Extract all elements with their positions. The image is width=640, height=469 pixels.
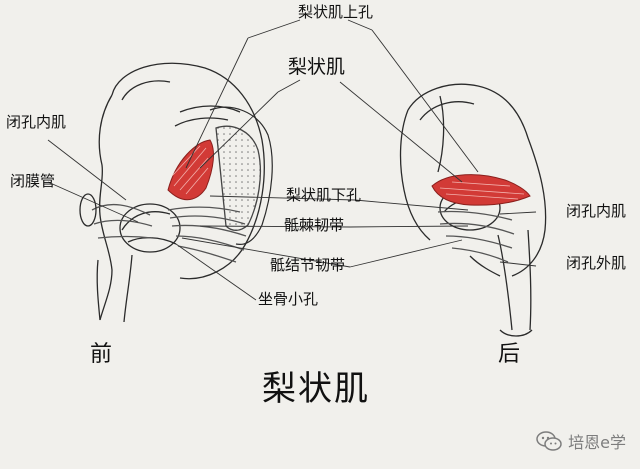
label-front-view: 前 (90, 344, 112, 366)
watermark-text: 培恩e学 (568, 429, 626, 453)
label-lesser-sciatic-foramen: 坐骨小孔 (258, 292, 318, 307)
diagram-title: 梨状肌 (262, 372, 370, 406)
label-obturator-canal: 闭膜管 (10, 174, 55, 189)
label-piriformis: 梨状肌 (288, 58, 345, 77)
label-obturator-externus: 闭孔外肌 (566, 256, 626, 271)
label-obturator-internus-front: 闭孔内肌 (6, 115, 66, 130)
back-pelvis-drawing (401, 84, 546, 336)
label-sacrotuberous-ligament: 骶结节韧带 (270, 258, 345, 273)
piriformis-muscle-back (432, 175, 530, 206)
label-back-view: 后 (498, 344, 520, 366)
label-infrapiriform-foramen: 梨状肌下孔 (286, 188, 361, 203)
watermark: 培恩e学 (536, 429, 626, 453)
label-obturator-internus-back: 闭孔内肌 (566, 204, 626, 219)
label-suprapiriform-foramen: 梨状肌上孔 (298, 5, 373, 20)
label-sacrospinous-ligament: 骶棘韧带 (284, 218, 344, 233)
wechat-icon (536, 430, 562, 452)
